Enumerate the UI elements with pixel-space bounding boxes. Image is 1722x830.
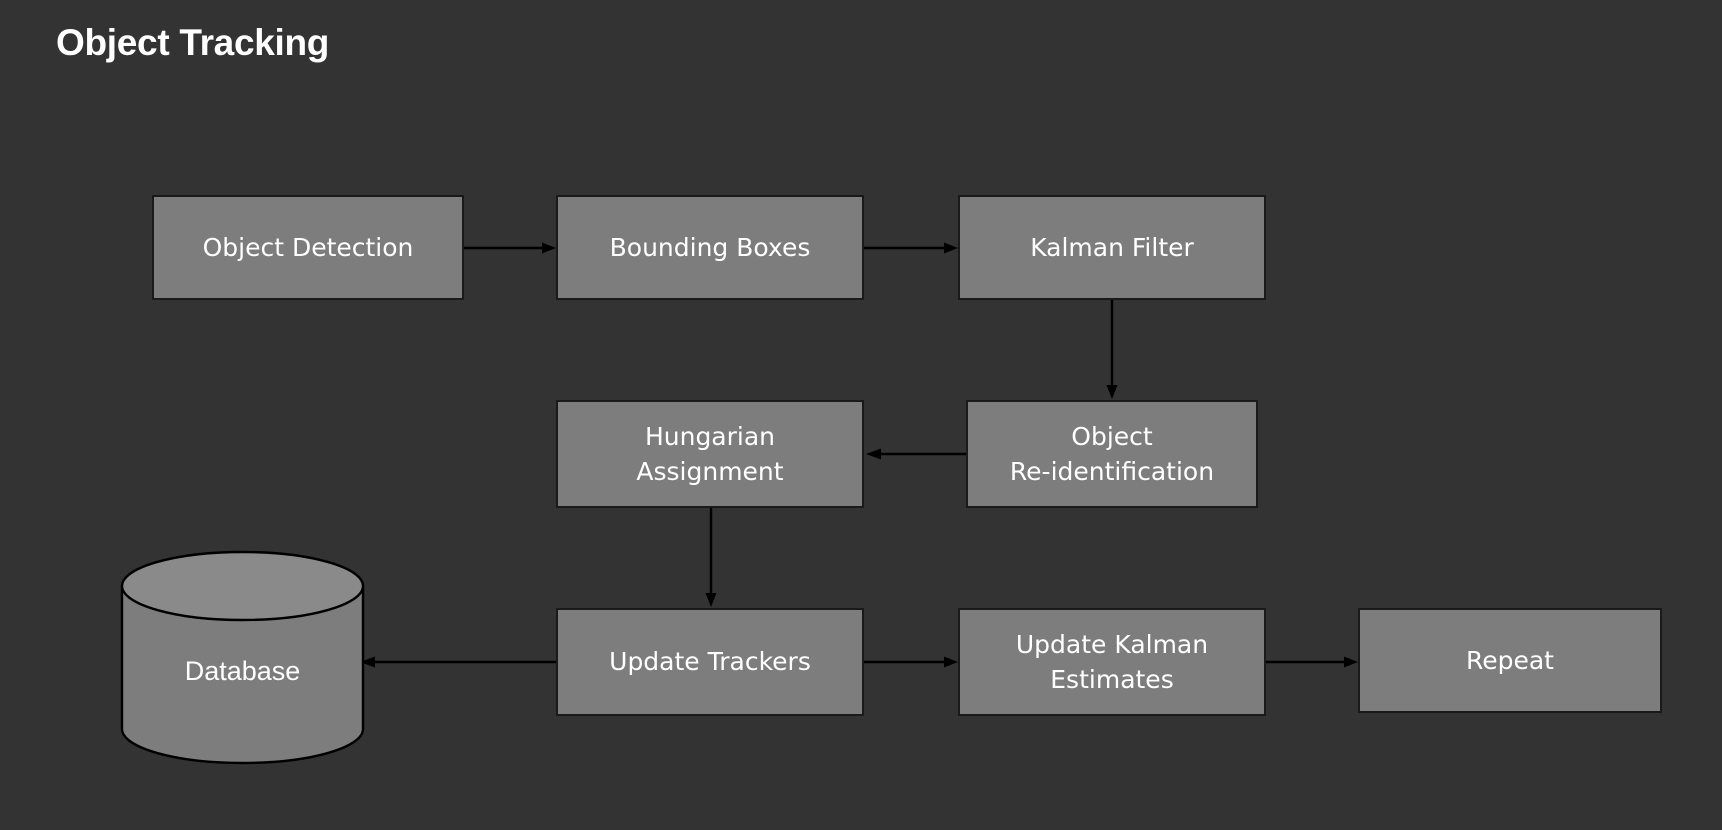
edge-kalman-filter-to-object-re-identification — [1096, 300, 1128, 402]
node-bounding-boxes[interactable]: Bounding Boxes — [556, 195, 864, 300]
page-title: Object Tracking — [56, 22, 330, 63]
node-object-detection[interactable]: Object Detection — [152, 195, 464, 300]
cylinder-shape — [120, 550, 365, 765]
node-update-kalman-estimates[interactable]: Update Kalman Estimates — [958, 608, 1266, 716]
edge-update-trackers-to-update-kalman-estimates — [864, 646, 960, 678]
edge-update-kalman-estimates-to-repeat — [1266, 646, 1360, 678]
edge-hungarian-assignment-to-update-trackers — [695, 508, 727, 610]
node-hungarian-assignment[interactable]: Hungarian Assignment — [556, 400, 864, 508]
edge-update-trackers-to-database — [358, 646, 558, 678]
node-object-re-identification[interactable]: Object Re-identification — [966, 400, 1258, 508]
node-label: Object Detection — [202, 232, 414, 262]
edge-object-detection-to-bounding-boxes — [464, 232, 558, 264]
edge-object-re-identification-to-hungarian-assignment — [864, 438, 968, 470]
node-label: Bounding Boxes — [609, 232, 811, 262]
node-label: Kalman Filter — [1030, 232, 1194, 262]
node-label: Object Re-identification — [1009, 421, 1215, 487]
node-label: Database — [184, 656, 301, 686]
node-kalman-filter[interactable]: Kalman Filter — [958, 195, 1266, 300]
node-label: Hungarian Assignment — [636, 421, 784, 487]
node-label: Update Kalman Estimates — [1015, 629, 1209, 695]
node-database[interactable]: Database — [120, 550, 365, 765]
node-repeat[interactable]: Repeat — [1358, 608, 1662, 713]
node-label: Repeat — [1465, 645, 1554, 675]
node-label: Update Trackers — [609, 647, 811, 677]
edge-bounding-boxes-to-kalman-filter — [864, 232, 960, 264]
node-update-trackers[interactable]: Update Trackers — [556, 608, 864, 716]
